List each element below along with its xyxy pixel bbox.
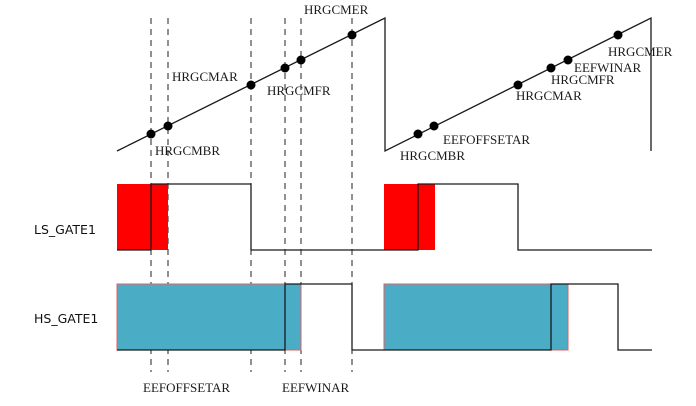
hs-gate1-signal [117,283,652,351]
label-hrgcmar-2: HRGCMAR [516,88,582,103]
point-hrgcmer-1 [347,30,357,40]
ls-blanking-block-1 [117,184,168,250]
counter-points-cycle2 [413,30,623,139]
label-hrgcmfr-1: HRGCMFR [267,83,331,98]
label-hrgcmbr-2: HRGCMBR [400,148,465,163]
hs-window-block-2 [383,283,569,351]
point-eefoffsetar-1 [163,121,173,131]
signal-label-ls-gate1: LS_GATE1 [34,222,96,237]
label-hrgcmar-1: HRGCMAR [172,69,238,84]
label-hrgcmfr-2: HRGCMFR [551,72,615,87]
hs-gate1-waveform [116,283,652,351]
point-hrgcmbr-1 [146,129,156,139]
label-hrgcmer-2: HRGCMER [608,44,673,59]
counter-sawtooth [116,16,652,153]
label-eefoffsetar-2: EEFOFFSETAR [443,132,530,147]
point-hrgcmar-1 [246,80,256,90]
label-hrgcmer-1: HRGCMER [304,2,369,17]
point-eefwinar-1 [296,55,306,65]
point-eefwinar-2 [563,55,573,65]
ls-gate1-waveform [117,183,652,251]
label-hrgcmbr-1: HRGCMBR [155,143,220,158]
ls-gate1-signal [117,183,652,251]
point-hrgcmar-2 [513,80,523,90]
point-hrgcmer-2 [613,30,623,40]
signal-label-hs-gate1: HS_GATE1 [34,311,98,326]
hs-window-block-1 [116,283,302,351]
point-hrgcmfr-2 [546,63,556,73]
bottom-label-eefoffsetar: EEFOFFSETAR [143,380,230,395]
label-eefwinar-2: EEFWINAR [574,60,641,75]
ls-blanking-block-2 [384,184,435,250]
counter-points-cycle1 [146,30,357,139]
bottom-label-eefwinar: EEFWINAR [282,380,349,395]
point-hrgcmfr-1 [280,63,290,73]
point-hrgcmbr-2 [413,129,423,139]
point-eefoffsetar-2 [429,121,439,131]
